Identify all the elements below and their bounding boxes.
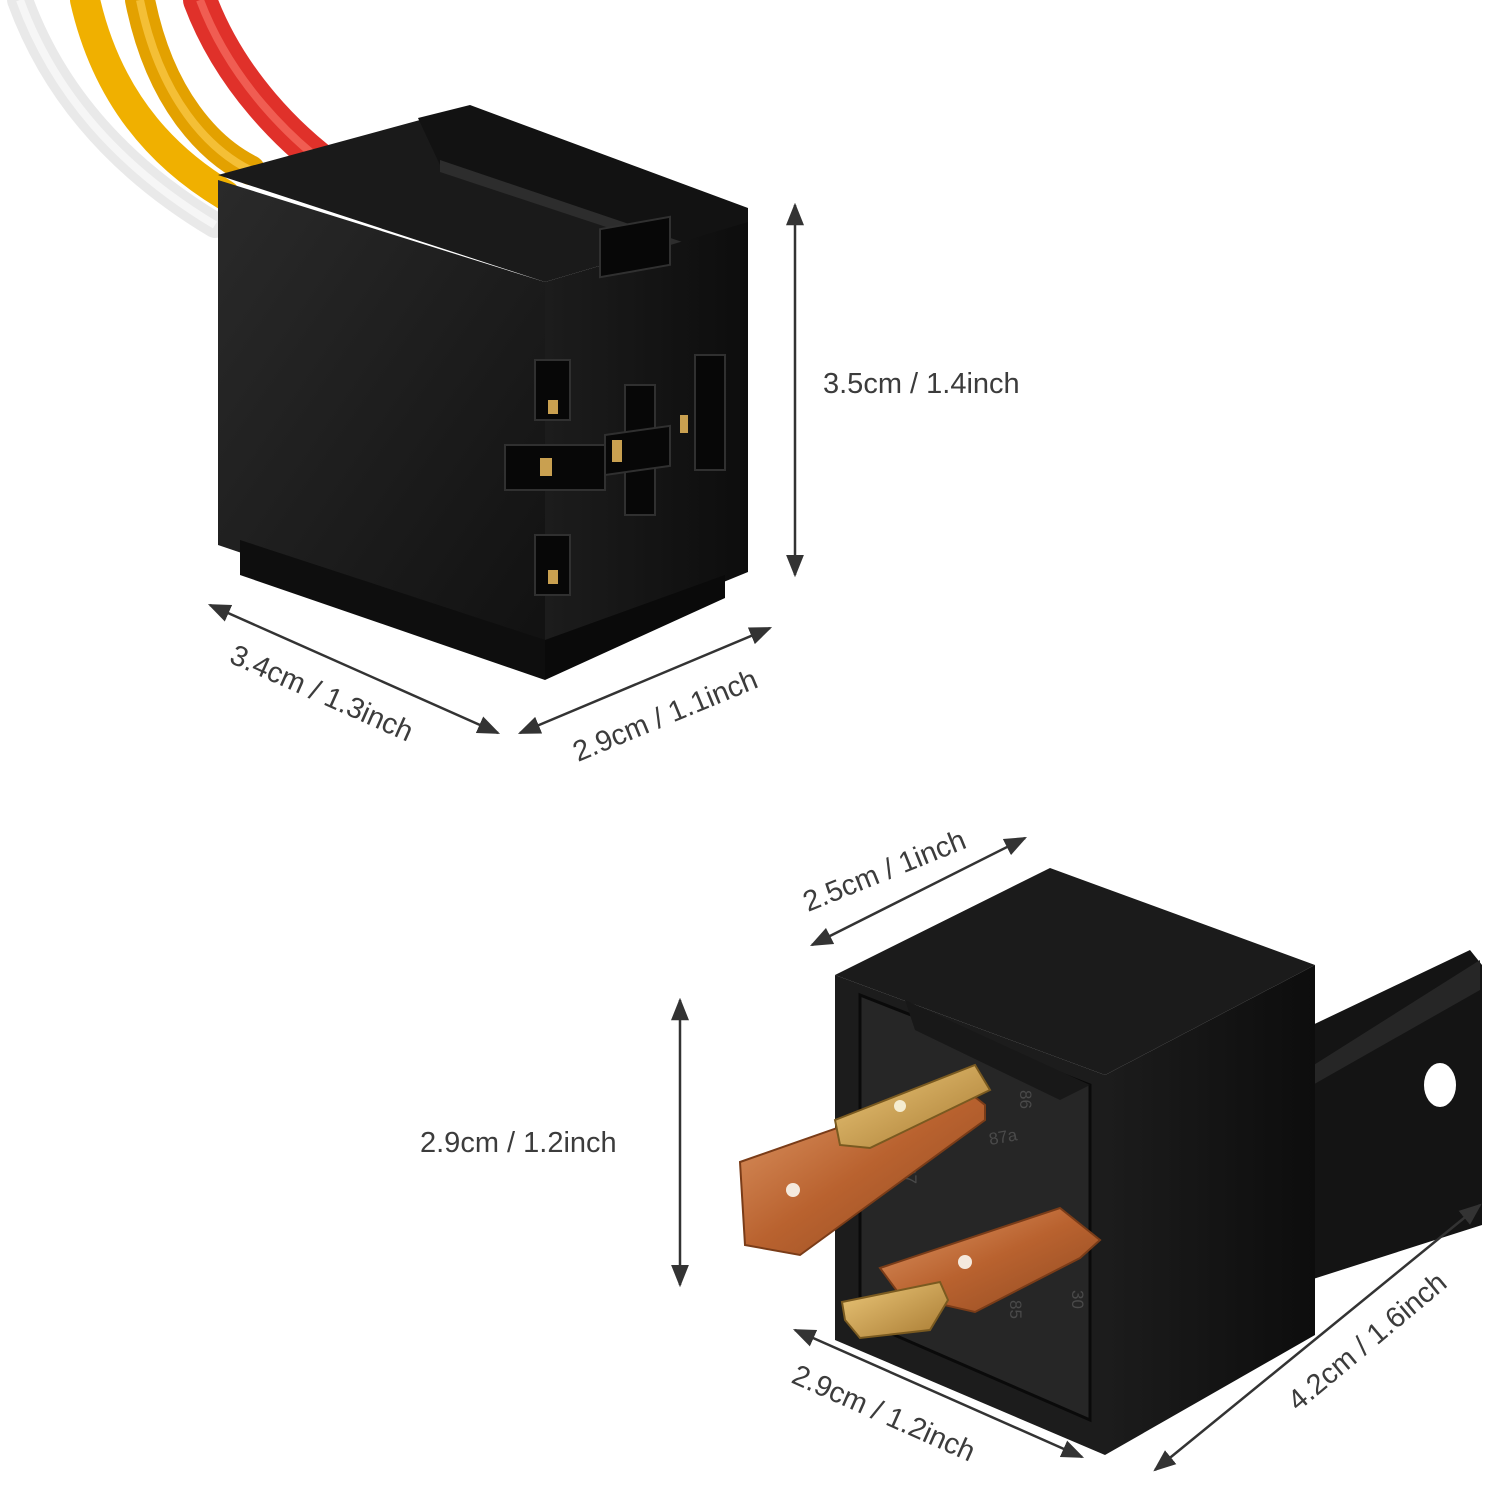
relay-length-arrow	[1153, 1203, 1482, 1472]
yellow-wire-1	[70, 0, 240, 210]
pin-label: 87a	[987, 1125, 1019, 1149]
relay-width-label: 2.5cm / 1inch	[799, 824, 971, 918]
socket-contacts	[540, 400, 688, 584]
relay-illustration: 86 87a 87 30 85	[738, 868, 1482, 1455]
relay-pin-labels: 86 87a 87 30 85	[901, 1090, 1087, 1319]
socket-depth-arrow	[207, 603, 501, 735]
relay-depth-arrow	[792, 1328, 1085, 1459]
pin-label: 30	[1068, 1290, 1087, 1309]
socket-terminal-holes	[504, 215, 726, 596]
socket-wires	[7, 0, 357, 238]
terminal-86	[833, 1063, 992, 1150]
socket-width-label: 2.9cm / 1.1inch	[568, 664, 762, 769]
mounting-hole	[1424, 1063, 1456, 1107]
relay-width-arrow	[809, 836, 1028, 947]
pin-label: 86	[1016, 1090, 1035, 1109]
pin-label: 85	[1006, 1300, 1025, 1319]
relay-terminals	[738, 1063, 1102, 1340]
relay-height-label: 2.9cm / 1.2inch	[420, 1127, 617, 1159]
socket-width-arrow	[517, 626, 773, 735]
relay-socket-illustration	[7, 0, 748, 680]
socket-height-label: 3.5cm / 1.4inch	[823, 368, 1020, 400]
